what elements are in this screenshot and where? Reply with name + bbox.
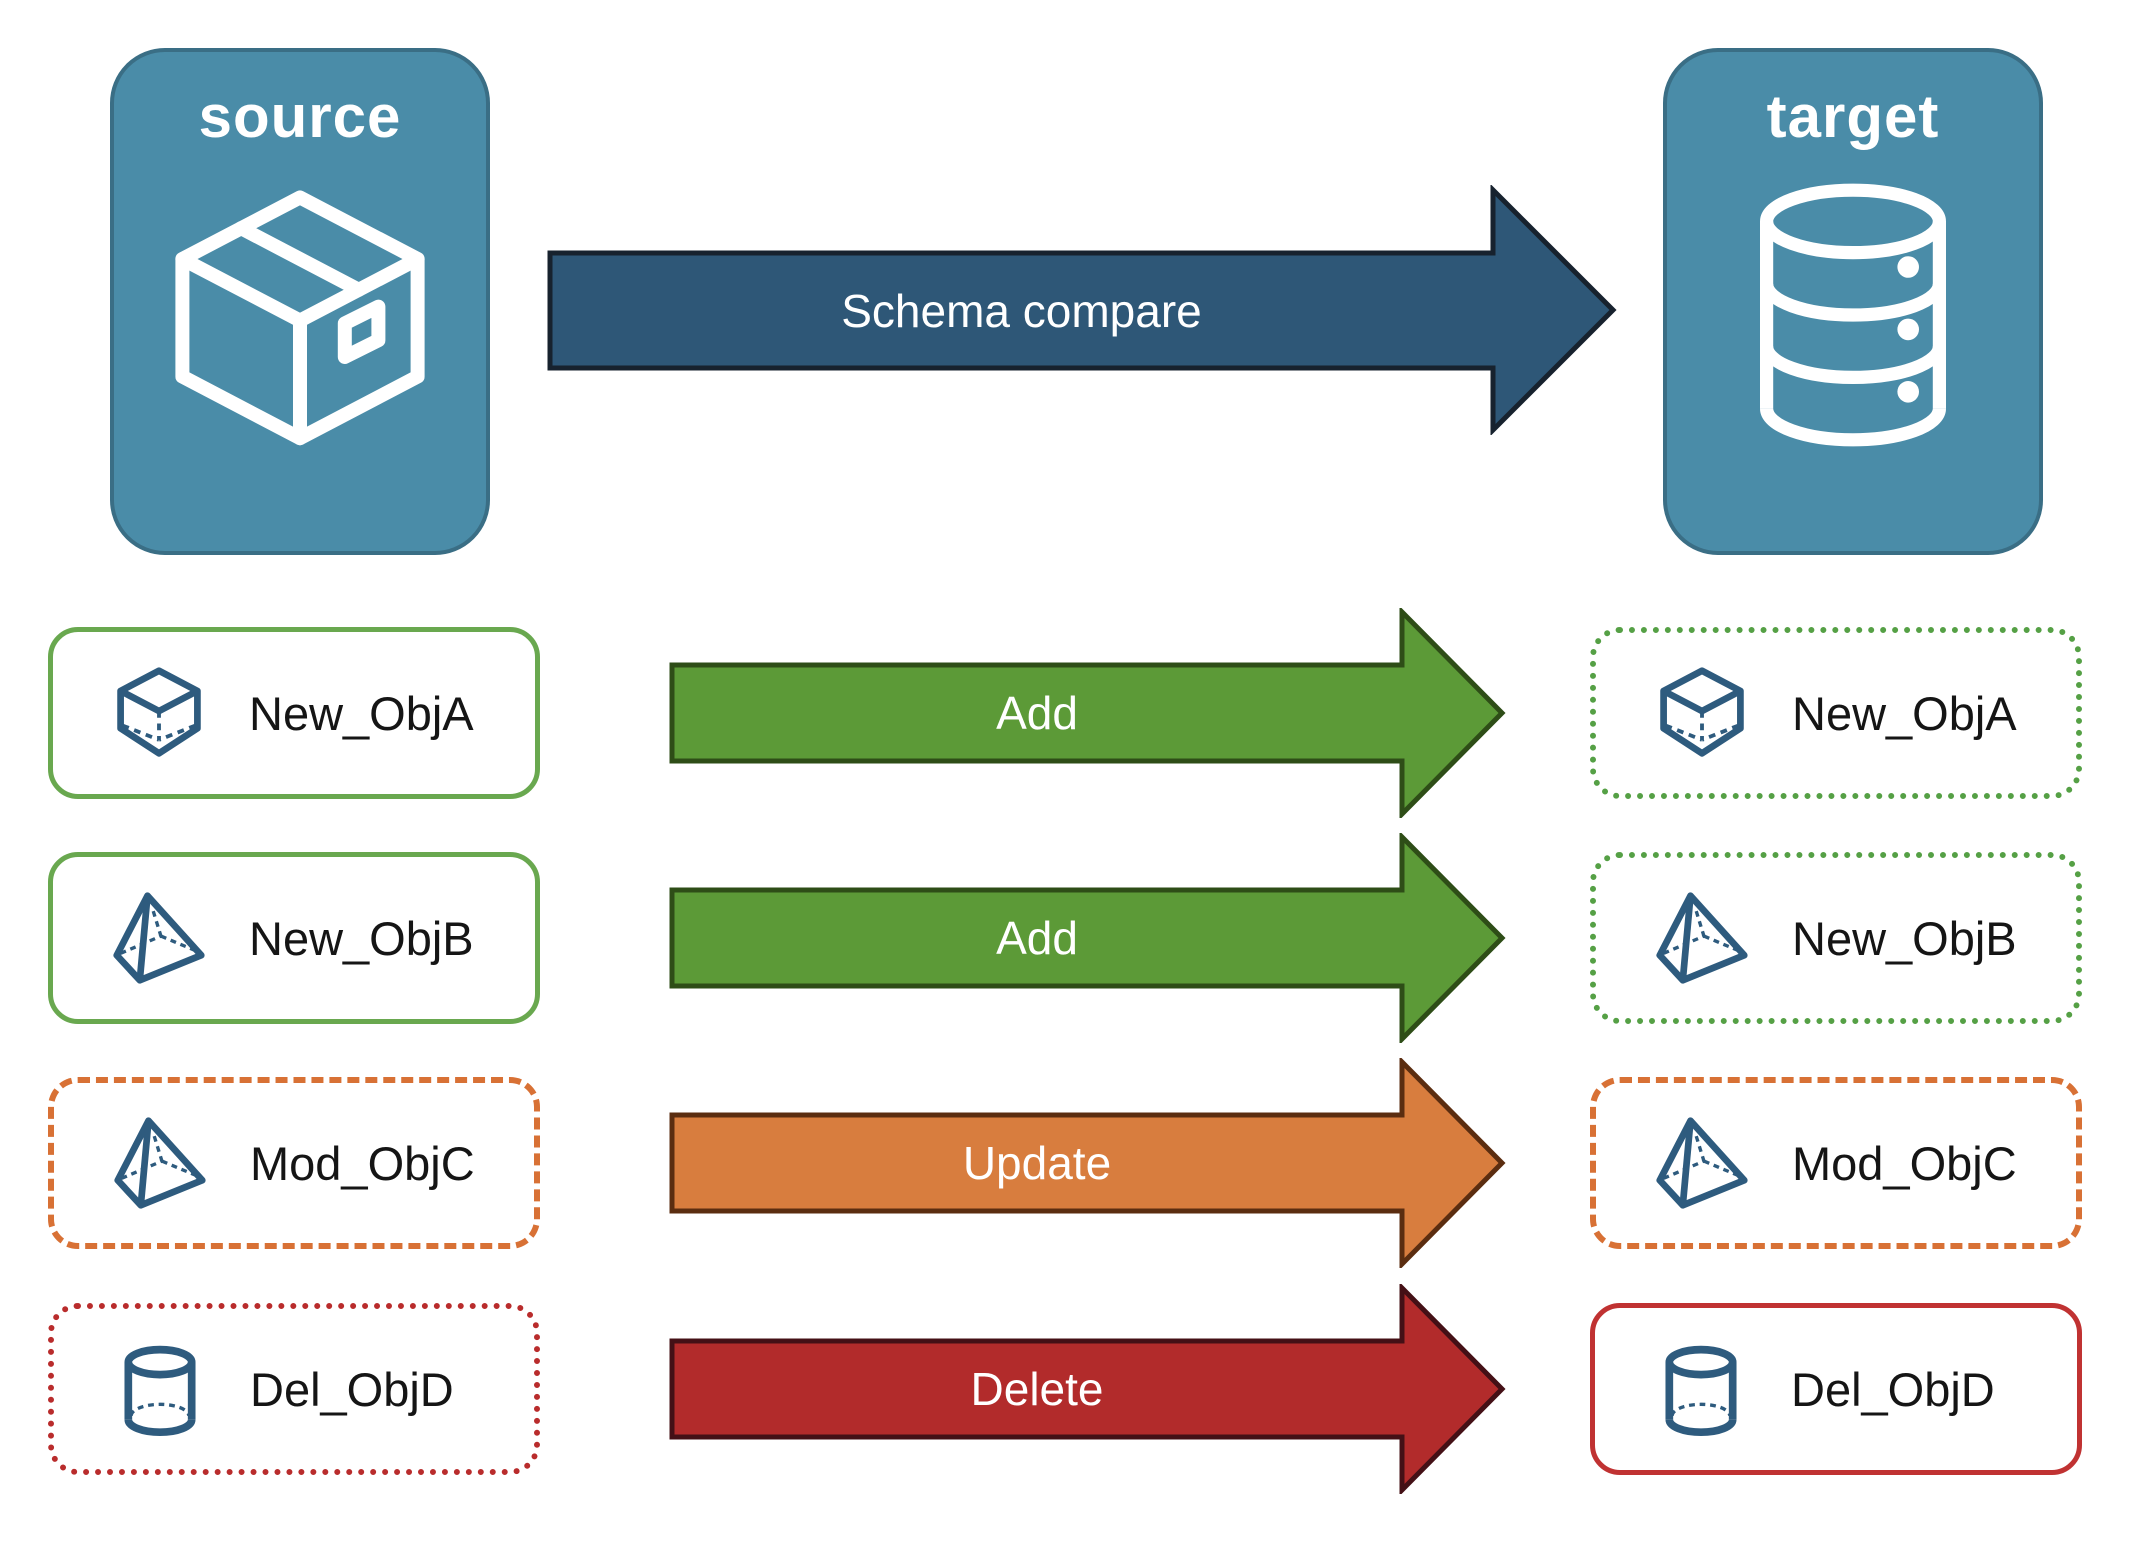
cylinder-icon (124, 1345, 196, 1437)
object-label: Mod_ObjC (1792, 1136, 2017, 1190)
cube-icon (1660, 667, 1744, 757)
object-label: New_ObjA (249, 686, 474, 740)
pyramid-icon (1656, 1117, 1748, 1209)
database-icon (1760, 183, 1946, 447)
object-label: New_ObjB (249, 911, 474, 965)
cube-icon (117, 667, 201, 757)
target-object-box-new-objb: New_ObjB (1590, 852, 2082, 1024)
target-object-box-new-obja: New_ObjA (1590, 627, 2082, 799)
schema-compare-arrow (547, 185, 1617, 435)
add-arrow (669, 608, 1506, 818)
pyramid-icon (1656, 892, 1748, 984)
source-object-box-new-objb: New_ObjB (48, 852, 540, 1024)
source-node: source (110, 48, 490, 555)
object-label: Del_ObjD (250, 1362, 454, 1416)
package-icon (175, 190, 425, 446)
update-arrow (669, 1058, 1506, 1268)
target-object-box-mod-objc: Mod_ObjC (1590, 1077, 2082, 1249)
source-label: source (198, 83, 402, 150)
target-node: target (1663, 48, 2043, 555)
source-object-box-mod-objc: Mod_ObjC (48, 1077, 540, 1249)
source-object-box-new-obja: New_ObjA (48, 627, 540, 799)
pyramid-icon (114, 1117, 206, 1209)
pyramid-icon (113, 892, 205, 984)
target-object-box-del-objd: Del_ObjD (1590, 1303, 2082, 1475)
source-object-box-del-objd: Del_ObjD (48, 1303, 540, 1475)
object-label: New_ObjB (1792, 911, 2017, 965)
object-label: New_ObjA (1792, 686, 2017, 740)
cylinder-icon (1665, 1345, 1737, 1437)
target-label: target (1766, 83, 1940, 150)
add-arrow (669, 833, 1506, 1043)
object-label: Mod_ObjC (250, 1136, 475, 1190)
delete-arrow (669, 1284, 1506, 1494)
object-label: Del_ObjD (1791, 1362, 1995, 1416)
